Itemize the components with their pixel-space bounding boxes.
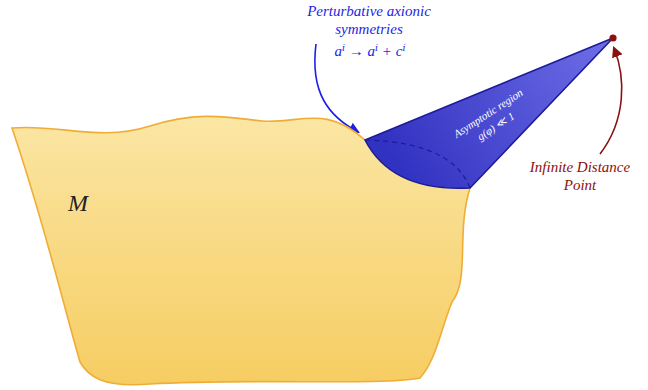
leader-arrow — [600, 48, 622, 154]
hidden-edge — [365, 140, 470, 188]
manifold-symbol: M — [68, 190, 88, 217]
infinity-dot — [609, 34, 616, 41]
symmetry-label: Perturbative axionic symmetries — [288, 2, 450, 38]
infinity-label: Infinite Distance Point — [524, 158, 636, 194]
shift-formula: aⁱ → aⁱ + cⁱ — [310, 42, 430, 60]
